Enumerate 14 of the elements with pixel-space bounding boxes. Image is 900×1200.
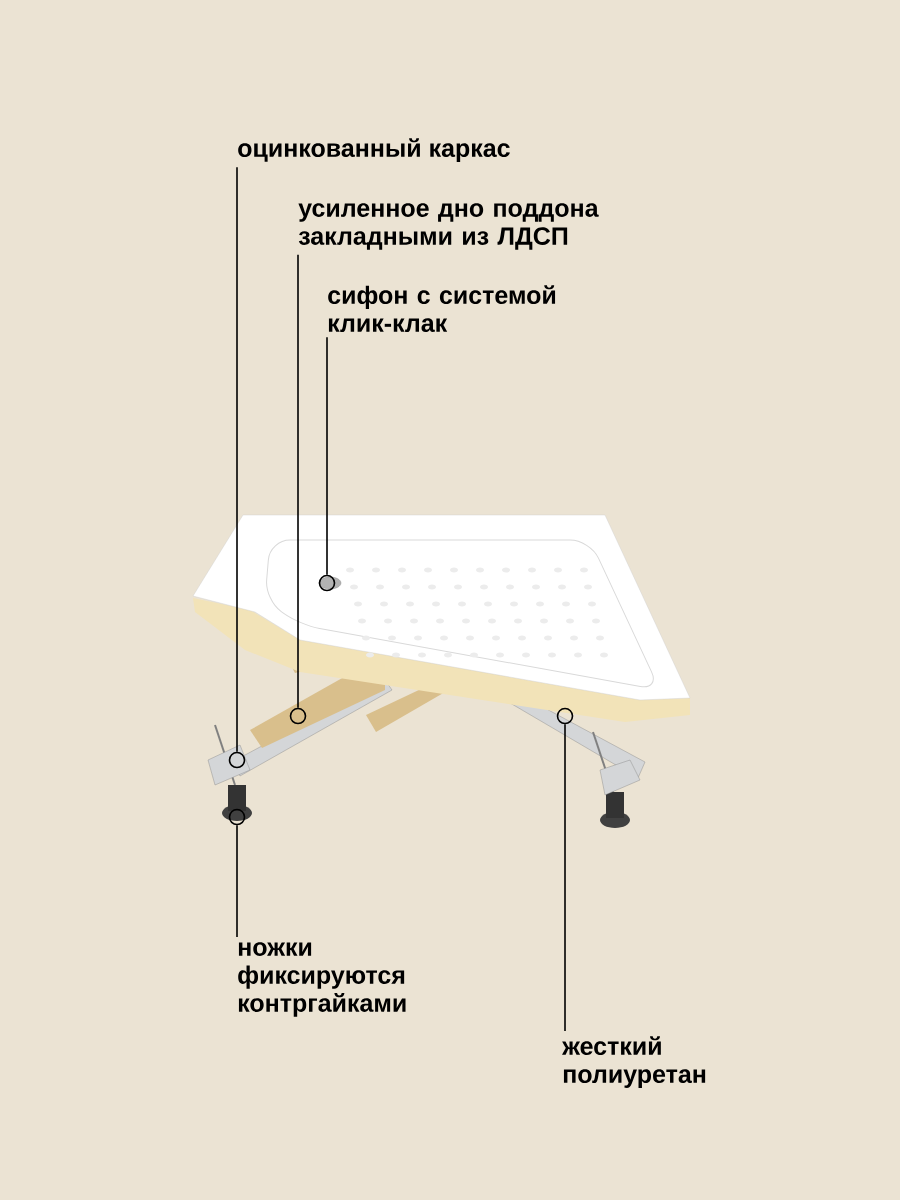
marker-circle <box>289 707 307 725</box>
leader-line <box>564 723 566 1032</box>
callout-text: оцинкованный каркас <box>238 138 510 162</box>
callout-text: сифон с системой клик-клак <box>328 285 556 333</box>
marker-circle <box>228 808 246 826</box>
marker-circle <box>556 707 574 725</box>
leader-line <box>236 166 238 753</box>
leader-line <box>236 824 238 938</box>
callout-text: жесткий полиуретан <box>562 1036 706 1088</box>
marker-circle <box>228 751 246 769</box>
callout-text: усиленное дно поддона закладными из ЛДСП <box>298 203 599 250</box>
leader-line <box>326 336 328 576</box>
callout-text: ножки фиксируются контргайками <box>238 942 406 1017</box>
marker-circle <box>318 574 336 592</box>
